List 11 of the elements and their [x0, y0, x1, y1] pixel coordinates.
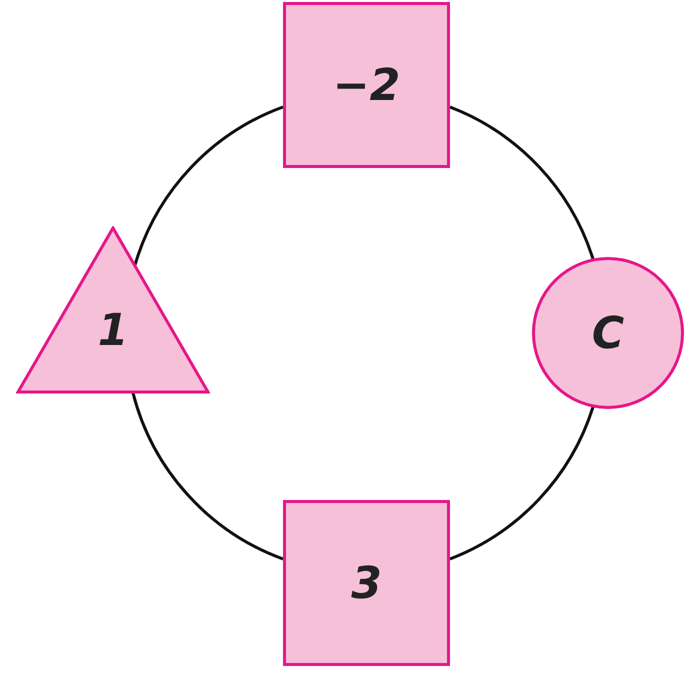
connector-arc: [132, 392, 284, 560]
square-shape: [283, 500, 450, 666]
square-shape: [283, 2, 450, 168]
connector-arc: [449, 106, 594, 260]
shape-label: −2: [332, 60, 400, 110]
shape-label: 3: [351, 558, 382, 608]
shape-label: C: [592, 308, 624, 358]
shape-label: 1: [98, 304, 128, 356]
connector-arc: [134, 106, 284, 266]
triangle-shape: [16, 226, 210, 394]
connector-arc: [449, 406, 594, 560]
